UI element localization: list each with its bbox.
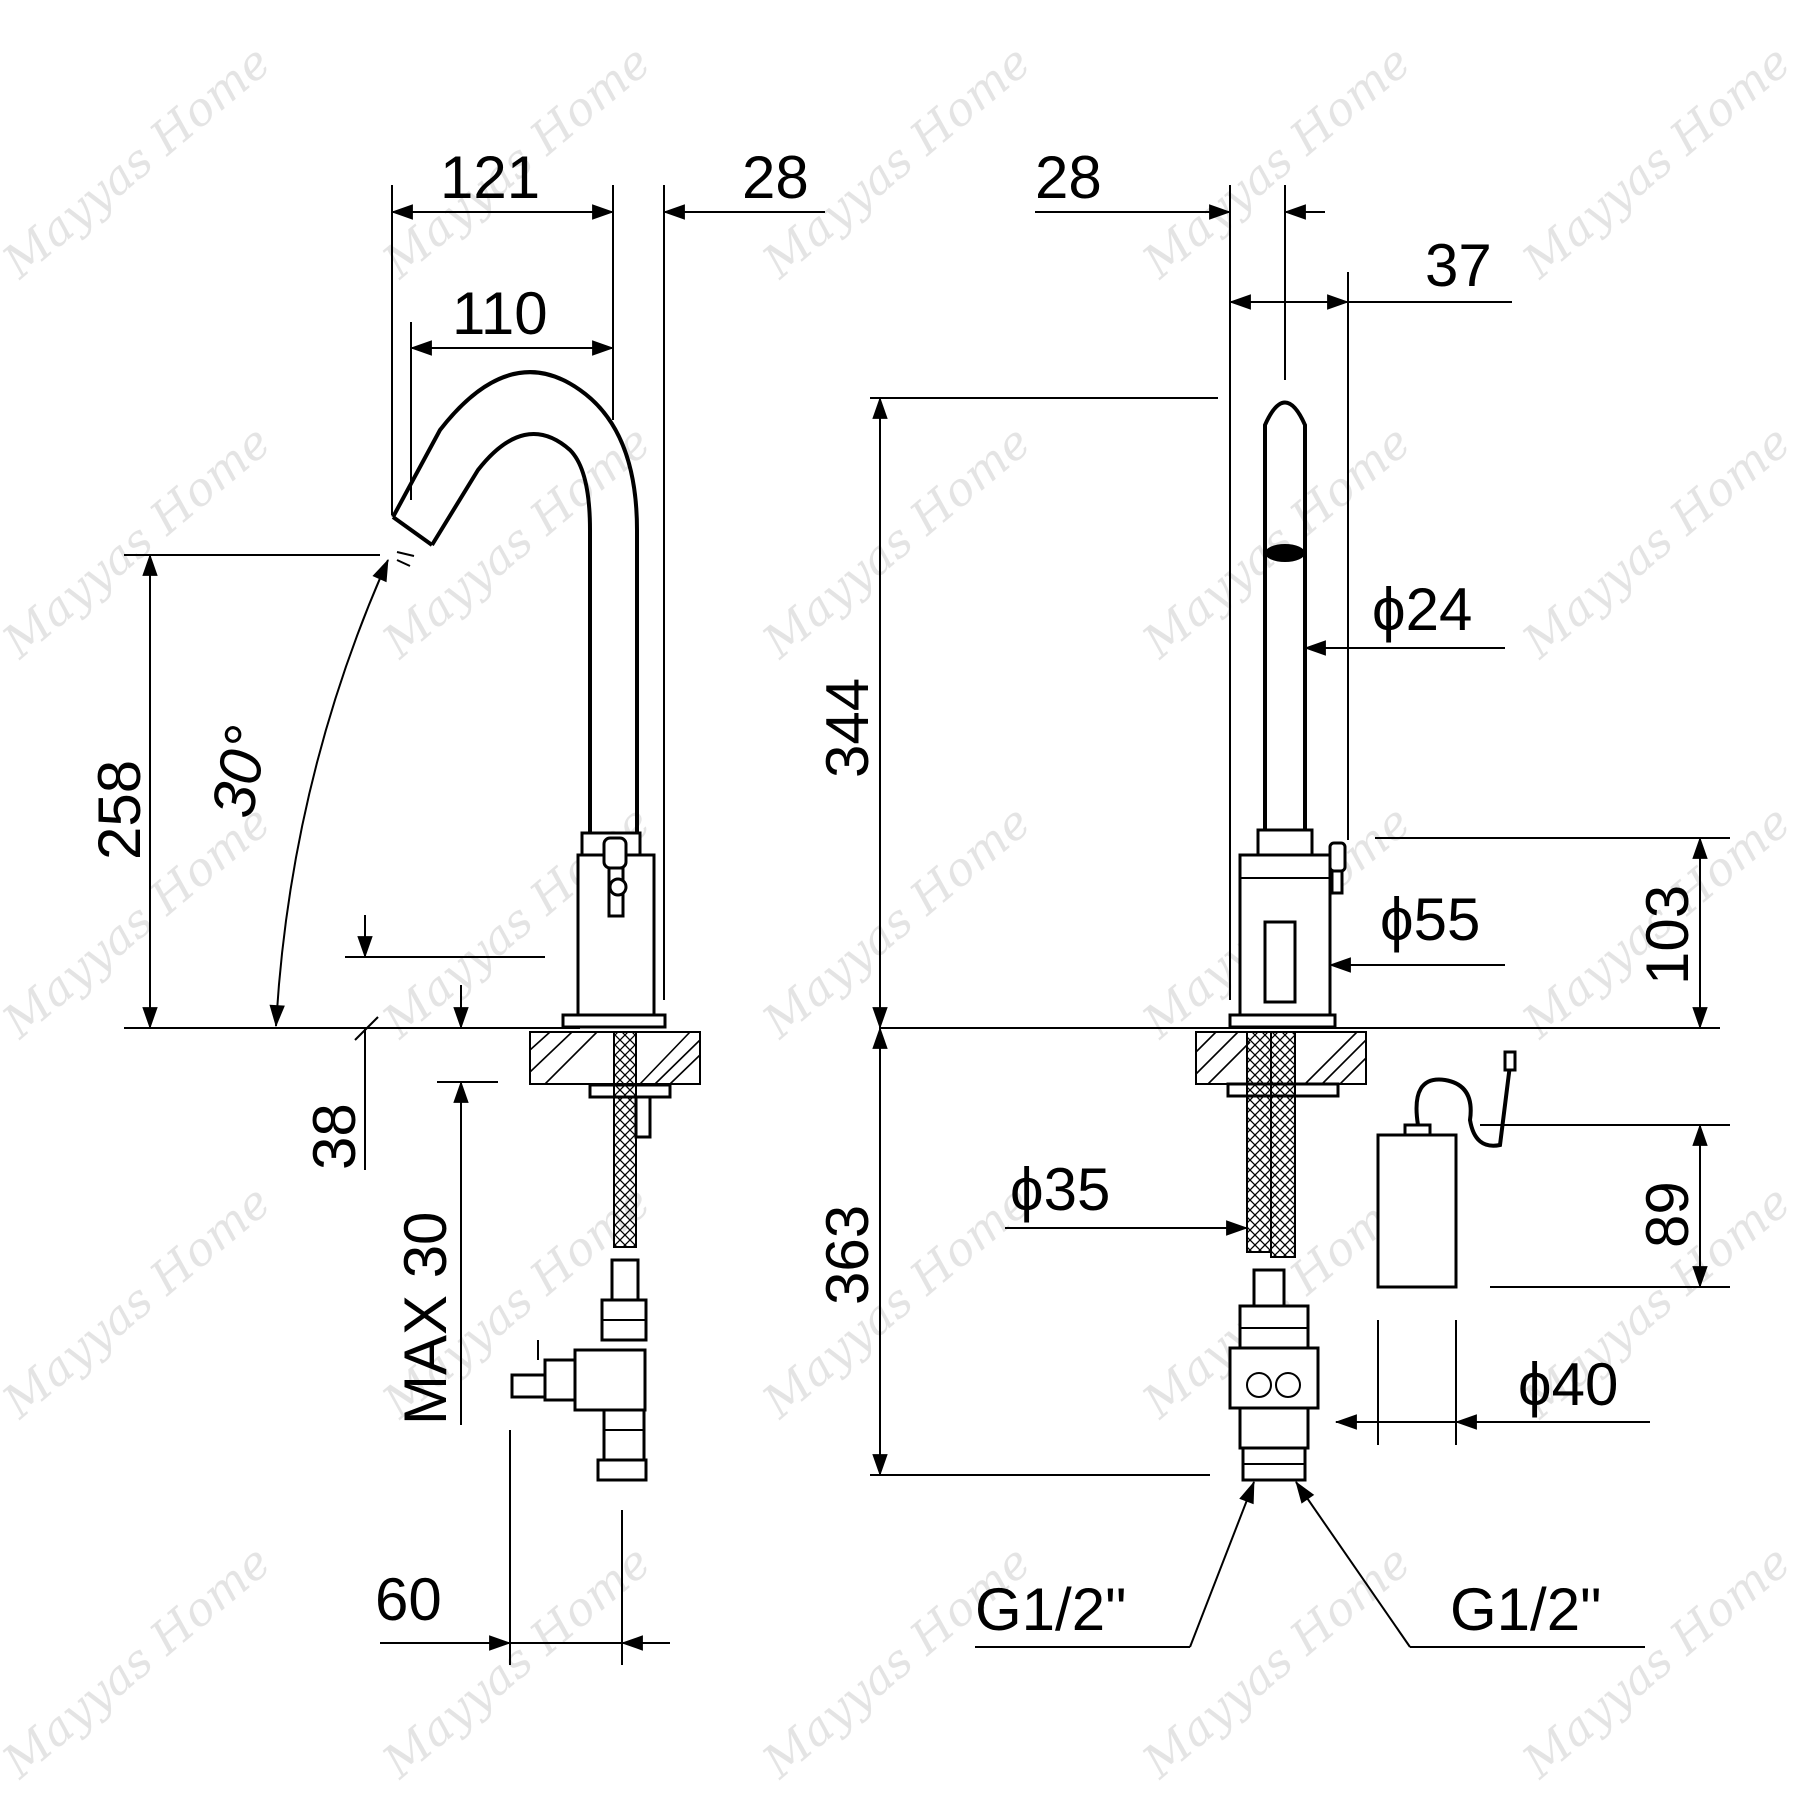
front-deck — [880, 1027, 1720, 1098]
dim-label-phi-24: ϕ24 — [1372, 576, 1472, 643]
dim-label-thread-right: G1/2" — [1450, 1576, 1601, 1643]
dim-121-28: 121 28 — [390, 144, 825, 1000]
battery-box — [1376, 1050, 1517, 1289]
watermark-text: Mayyas Home — [1512, 414, 1800, 669]
watermark-text: Mayyas Home — [0, 34, 280, 289]
dim-label-28-side: 28 — [742, 144, 809, 211]
dim-label-110: 110 — [452, 280, 548, 347]
watermark-text: Mayyas Home — [752, 414, 1041, 669]
front-faucet-body — [1228, 400, 1347, 1029]
front-view: 28 37 344 ϕ24 103 ϕ5 — [814, 144, 1730, 1648]
dim-103: 103 — [1375, 836, 1730, 1030]
thread-callout-right: G1/2" — [1295, 1481, 1645, 1648]
watermark-text: Mayyas Home — [1132, 34, 1421, 289]
dim-label-103: 103 — [1634, 885, 1701, 985]
dim-38: 38 — [301, 915, 545, 1170]
watermark-text: Mayyas Home — [752, 794, 1041, 1049]
dim-max-30: MAX 30 — [392, 985, 498, 1425]
dim-phi-24: ϕ24 — [1303, 576, 1505, 656]
dim-60: 60 — [375, 1430, 670, 1665]
dim-110: 110 — [409, 280, 615, 500]
dim-label-37: 37 — [1425, 232, 1492, 299]
watermark-text: Mayyas Home — [0, 1534, 280, 1789]
dim-37: 37 — [1228, 232, 1512, 840]
watermark-layer: Mayyas Home Mayyas Home Mayyas Home Mayy… — [0, 34, 1800, 1789]
dim-28-front: 28 — [1035, 144, 1325, 1000]
dim-label-258: 258 — [86, 760, 153, 860]
dim-label-38: 38 — [301, 1103, 368, 1170]
dim-label-89: 89 — [1634, 1181, 1701, 1248]
dim-label-28-front: 28 — [1035, 144, 1102, 211]
dim-angle-30: 30° — [199, 558, 389, 1028]
thread-callout-left: G1/2" — [975, 1480, 1255, 1648]
side-view: 121 28 110 258 30° 38 — [86, 144, 825, 1665]
front-hose-assembly — [1228, 1031, 1320, 1482]
dim-label-344: 344 — [814, 678, 881, 778]
watermark-text: Mayyas Home — [372, 414, 661, 669]
dim-label-max-30: MAX 30 — [392, 1212, 459, 1425]
dim-phi-40: ϕ40 — [1334, 1320, 1650, 1445]
dim-label-phi-55: ϕ55 — [1380, 886, 1480, 953]
dim-344: 344 — [814, 396, 1218, 1030]
dim-label-phi-40: ϕ40 — [1518, 1351, 1618, 1418]
dim-label-thread-left: G1/2" — [975, 1576, 1126, 1643]
dim-label-60: 60 — [375, 1566, 442, 1633]
watermark-text: Mayyas Home — [1512, 1534, 1800, 1789]
dim-258: 258 — [86, 553, 380, 1030]
dim-363: 363 — [814, 1026, 1210, 1477]
dim-label-30-deg: 30° — [199, 721, 281, 822]
dim-phi-55: ϕ55 — [1328, 886, 1505, 973]
dim-label-121: 121 — [440, 144, 540, 211]
watermark-text: Mayyas Home — [1512, 34, 1800, 289]
dim-label-363: 363 — [814, 1205, 881, 1305]
watermark-text: Mayyas Home — [752, 1534, 1041, 1789]
side-faucet-body — [391, 370, 667, 1029]
dim-phi-35: ϕ35 — [1005, 1156, 1249, 1236]
watermark-text: Mayyas Home — [752, 1174, 1041, 1429]
watermark-text: Mayyas Home — [0, 414, 280, 669]
watermark-text: Mayyas Home — [1132, 1534, 1421, 1789]
side-hose-assembly — [510, 1031, 652, 1482]
dim-89: 89 — [1480, 1123, 1730, 1289]
watermark-text: Mayyas Home — [0, 1174, 280, 1429]
dim-label-phi-35: ϕ35 — [1010, 1156, 1110, 1223]
